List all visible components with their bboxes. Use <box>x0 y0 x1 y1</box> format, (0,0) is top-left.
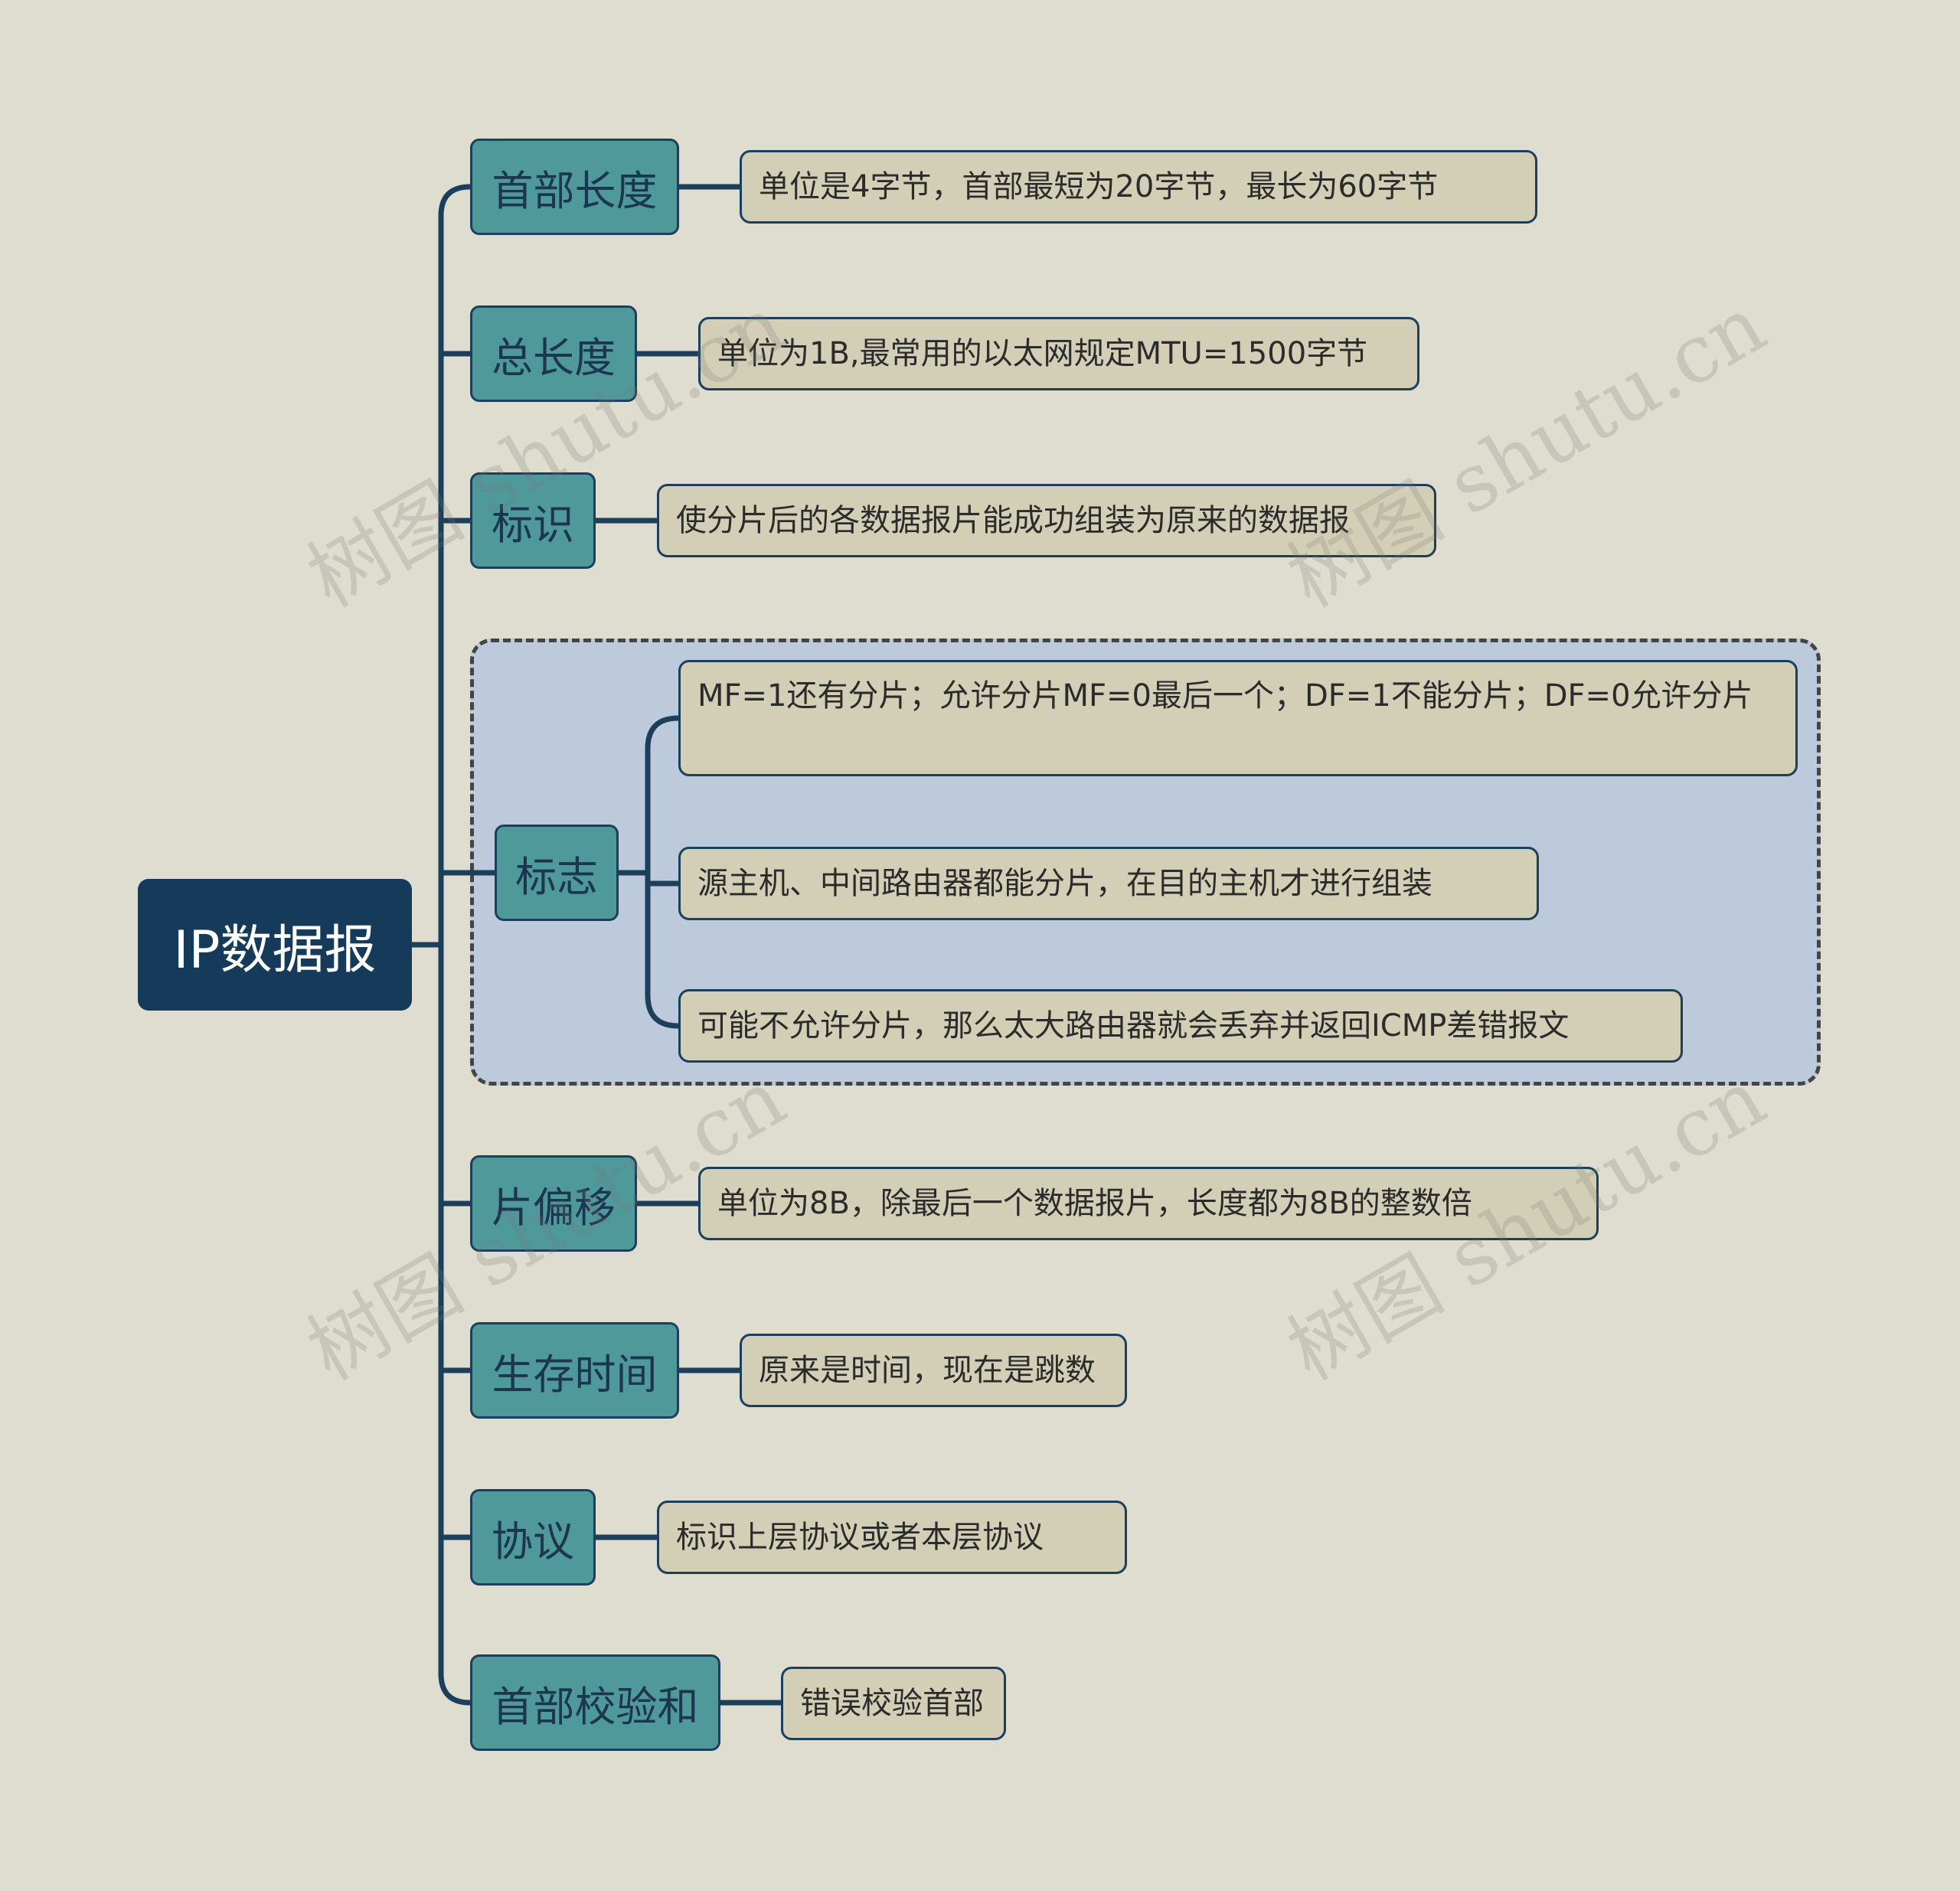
connector-flags-bracket <box>645 715 681 1029</box>
leaf-fragment-offset[interactable]: 单位为8B，除最后一个数据报片，长度都为8B的整数倍 <box>698 1167 1599 1240</box>
branch-total-length[interactable]: 总长度 <box>470 305 637 402</box>
leaf-flags-icmp[interactable]: 可能不允许分片，那么太大路由器就会丢弃并返回ICMP差错报文 <box>678 989 1683 1063</box>
leaf-header-length[interactable]: 单位是4字节，首部最短为20字节，最长为60字节 <box>740 150 1537 224</box>
branch-protocol[interactable]: 协议 <box>470 1489 596 1586</box>
leaf-flags-mf-df[interactable]: MF=1还有分片；允许分片MF=0最后一个；DF=1不能分片；DF=0允许分片 <box>678 660 1798 776</box>
branch-header-length[interactable]: 首部长度 <box>470 139 679 235</box>
leaf-time-to-live[interactable]: 原来是时间，现在是跳数 <box>740 1334 1127 1407</box>
branch-time-to-live[interactable]: 生存时间 <box>470 1322 679 1419</box>
branch-fragment-offset[interactable]: 片偏移 <box>470 1155 637 1252</box>
connector-trunk <box>438 184 473 1706</box>
branch-header-checksum[interactable]: 首部校验和 <box>470 1654 720 1751</box>
leaf-flags-fragmentation[interactable]: 源主机、中间路由器都能分片，在目的主机才进行组装 <box>678 847 1539 920</box>
leaf-total-length[interactable]: 单位为1B,最常用的以太网规定MTU=1500字节 <box>698 317 1419 390</box>
leaf-protocol[interactable]: 标识上层协议或者本层协议 <box>657 1501 1127 1574</box>
leaf-header-checksum[interactable]: 错误校验首部 <box>781 1667 1006 1740</box>
leaf-identification[interactable]: 使分片后的各数据报片能成功组装为原来的数据报 <box>657 484 1436 557</box>
root-node[interactable]: IP数据报 <box>138 879 412 1011</box>
branch-flags[interactable]: 标志 <box>495 825 619 921</box>
branch-identification[interactable]: 标识 <box>470 472 596 569</box>
